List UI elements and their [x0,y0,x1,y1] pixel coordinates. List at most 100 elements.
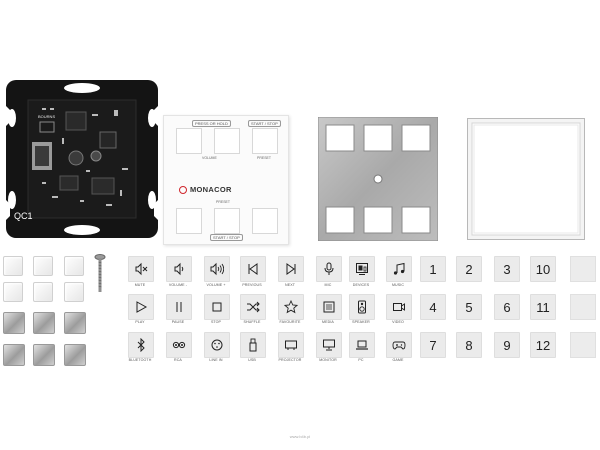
star-icon [284,300,298,314]
number-insert: 9 [494,332,520,358]
pcb-module-image: BOURNS QC1 [6,80,158,238]
volume-up-insert [204,256,230,282]
blank-insert [570,256,596,282]
panel-logo: MONACOR [179,185,232,194]
front-panel: PRESS OR HOLD START / STOP VOLUME PRESET… [163,115,289,245]
insert-label: SPEAKER [352,320,370,324]
panel-preset-label: PRESET [257,156,272,160]
clear-cap [33,256,53,276]
insert-label: FAVOURITE [279,320,301,324]
media-icon [323,301,335,313]
music-icon [393,262,405,275]
play-icon [136,301,148,313]
stop-insert [204,294,230,320]
devices-icon [356,263,368,275]
stop-icon [212,302,222,312]
clear-frame-image [467,118,585,240]
line-in-insert [204,332,230,358]
mute-icon [135,262,148,276]
blank-insert [570,332,596,358]
number-insert: 7 [420,332,446,358]
panel-window [214,128,240,154]
insert-label: GAME [392,358,404,362]
panel-brand-text: MONACOR [190,185,232,194]
grey-cap [3,312,25,334]
grey-cap [33,312,55,334]
clear-cap [3,256,23,276]
number-insert: 10 [530,256,556,282]
laptop-icon [356,340,368,350]
grey-cap [3,344,25,366]
game-insert [386,332,412,358]
panel-window [176,128,202,154]
line-in-icon [211,339,223,351]
music-insert [386,256,412,282]
number-insert: 5 [456,294,482,320]
play-insert [128,294,154,320]
next-icon [286,263,296,275]
monacor-logo-icon [179,185,187,194]
panel-window [252,128,278,154]
panel-window [252,208,278,234]
clear-cap [64,282,84,302]
monitor-icon [323,339,335,351]
insert-label: PLAY [135,320,145,324]
grey-cap [64,312,86,334]
rca-icon [172,341,186,349]
pause-icon [176,302,182,312]
previous-insert [240,256,266,282]
usb-icon [249,338,257,352]
blank-insert [570,294,596,320]
clear-cap [3,282,23,302]
grey-cap [64,344,86,366]
insert-label: DEVICES [352,283,370,287]
metal-frame-image [318,117,438,241]
insert-label: BLUETOOTH [128,358,152,362]
usb-insert [240,332,266,358]
game-icon [392,341,406,350]
insert-label: MEDIA [322,320,334,324]
number-insert: 4 [420,294,446,320]
insert-label: VIDEO [392,320,404,324]
screw-icon [94,254,106,292]
number-insert: 6 [494,294,520,320]
volume-down-insert [166,256,192,282]
insert-label: LINE IN [209,358,223,362]
insert-label: PC [358,358,364,362]
panel-tab-press-or-hold: PRESS OR HOLD [192,120,231,127]
number-insert: 12 [530,332,556,358]
insert-label: MIC [324,283,332,287]
speaker-insert [349,294,375,320]
panel-preset-label-lower: PRESET [216,200,231,204]
projector-insert [278,332,304,358]
panel-window [176,208,202,234]
insert-label: USB [248,358,256,362]
mute-insert [128,256,154,282]
panel-window [214,208,240,234]
watermark-text: www.b4b.pl [289,434,311,439]
shuffle-insert [240,294,266,320]
number-insert: 1 [420,256,446,282]
insert-label: VOLUME + [206,283,226,287]
devices-insert [349,256,375,282]
number-insert: 3 [494,256,520,282]
media-insert [316,294,342,320]
insert-label: STOP [210,320,222,324]
clear-cap [64,256,84,276]
video-insert [386,294,412,320]
panel-tab-start-stop-top: START / STOP [248,120,281,127]
rca-insert [166,332,192,358]
speaker-icon [358,300,366,314]
insert-label: PROJECTOR [278,358,302,362]
bluetooth-insert [128,332,154,358]
pause-insert [166,294,192,320]
insert-label: VOLUME - [168,283,188,287]
panel-volume-label: VOLUME [202,156,217,160]
bluetooth-icon [137,338,145,352]
insert-label: PAUSE [171,320,185,324]
insert-label: SHUFFLE [243,320,261,324]
panel-tab-start-stop-bottom: START / STOP [210,234,243,241]
insert-label: MUSIC [391,283,405,287]
pc-insert [349,332,375,358]
insert-label: NEXT [285,283,295,287]
